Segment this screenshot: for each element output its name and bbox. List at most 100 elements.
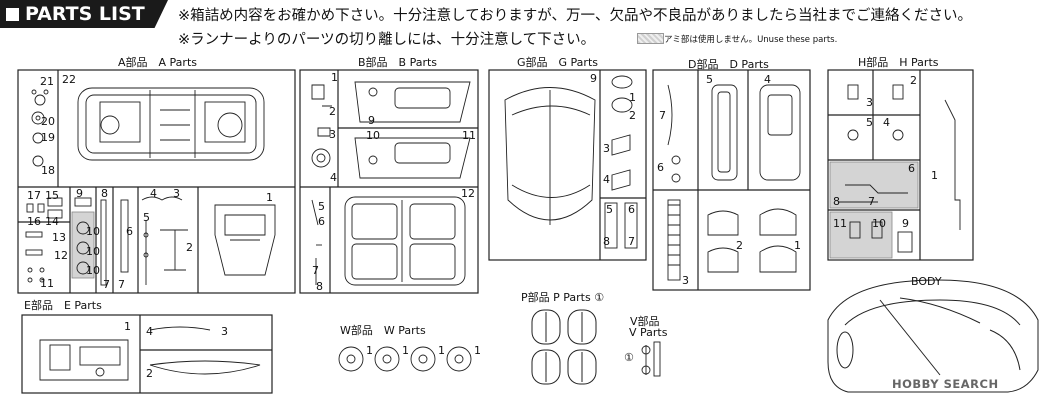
part-number: 4 [146,325,153,338]
runner-a-small-parts [25,89,92,283]
runner-p-tires [531,309,597,385]
part-number: 1 [366,344,373,357]
part-number: 10 [872,217,886,230]
runner-a-label: A部品 A Parts [118,56,197,69]
part-number: 16 [27,215,41,228]
runner-p-label: P部品 P Parts ① [521,291,605,304]
note-line-2: ※ランナーよりのパーツの切り離しには、十分注意して下さい。 [178,32,596,48]
part-number: 3 [682,274,689,287]
part-number: 9 [76,187,83,200]
part-number: 11 [462,129,476,142]
part-number: 8 [101,187,108,200]
body-label: BODY [911,275,942,288]
runner-v-label-2: V Parts [629,326,668,339]
part-number: 18 [41,164,55,177]
part-number: 10 [86,264,100,277]
header-title: PARTS LIST [25,3,145,25]
part-number: 10 [86,225,100,238]
runner-d-frame [652,69,811,291]
runner-v-label-1: V部品 [630,315,660,328]
part-number: 8 [316,280,323,293]
runner-h-unused-area-top [829,161,919,209]
runner-g-frame [488,69,647,261]
part-number: 1 [794,239,801,252]
part-number: 4 [883,116,890,129]
runner-d-label: D部品 D Parts [688,58,769,71]
part-number: 10 [86,245,100,258]
part-number: 7 [868,195,875,208]
part-number: 7 [628,235,635,248]
note-line-1: ※箱詰め内容をお確かめ下さい。十分注意しておりますが、万一、欠品や不良品がありま… [178,8,972,24]
runner-a-unused-area [71,211,95,279]
part-number: 2 [186,241,193,254]
parts-list-header: PARTS LIST [0,0,168,28]
part-number: 7 [659,109,666,122]
part-number: 2 [736,239,743,252]
part-number: 4 [330,171,337,184]
part-number: 7 [118,278,125,291]
part-number: 8 [833,195,840,208]
runner-b-frame [299,69,479,294]
part-number: 2 [329,105,336,118]
runner-h-frame [827,69,974,261]
runner-d-parts [667,84,801,281]
runner-e-frame [21,314,273,394]
part-number: 15 [45,189,59,202]
runner-g-label: G部品 G Parts [517,56,598,69]
part-number: 1 [266,191,273,204]
part-number: 6 [908,162,915,175]
part-number: 6 [657,161,664,174]
part-number: 4 [764,73,771,86]
part-number: 7 [312,264,319,277]
part-number: 5 [318,200,325,213]
runner-g-parts [504,75,638,249]
runner-e-label: E部品 E Parts [24,299,102,312]
part-number: 5 [866,116,873,129]
unused-parts-note: アミ部は使用しません。Unuse these parts. [664,35,838,45]
part-number: 5 [706,73,713,86]
part-number: 3 [866,96,873,109]
part-number: 6 [126,225,133,238]
part-number: 1 [629,91,636,104]
part-number: 9 [902,217,909,230]
part-number: 21 [40,75,54,88]
part-number: 9 [590,72,597,85]
part-number: 10 [366,129,380,142]
part-number: 5 [606,203,613,216]
runner-b-label: B部品 B Parts [358,56,438,69]
runner-a-chassis [77,87,265,161]
part-number: 3 [329,128,336,141]
runner-w-wheels [338,346,472,372]
part-number: 7 [103,278,110,291]
runner-v-parts [641,341,661,377]
part-number: 3 [173,187,180,200]
hobby-search-watermark: HOBBY SEARCH [892,377,999,391]
part-number: 2 [146,367,153,380]
runner-b-parts [311,81,471,286]
runner-e-parts [39,326,261,381]
runner-a-frame [17,69,296,294]
part-number: 2 [629,109,636,122]
part-number: 1 [438,344,445,357]
part-number: 1 [931,169,938,182]
part-number: 5 [143,211,150,224]
part-number: 1 [474,344,481,357]
part-number: ① [624,351,634,364]
part-number: 19 [41,131,55,144]
part-number: 4 [603,173,610,186]
part-number: 17 [27,189,41,202]
part-number: 22 [62,73,76,86]
part-number: 6 [318,215,325,228]
runner-h-label: H部品 H Parts [858,56,939,69]
unused-hatch-swatch [637,33,664,44]
part-number: 4 [150,187,157,200]
part-number: 20 [41,115,55,128]
part-number: 11 [833,217,847,230]
part-number: 11 [40,277,54,290]
runner-w-label: W部品 W Parts [340,324,426,337]
part-number: 12 [461,187,475,200]
part-number: 2 [910,74,917,87]
part-number: 1 [402,344,409,357]
